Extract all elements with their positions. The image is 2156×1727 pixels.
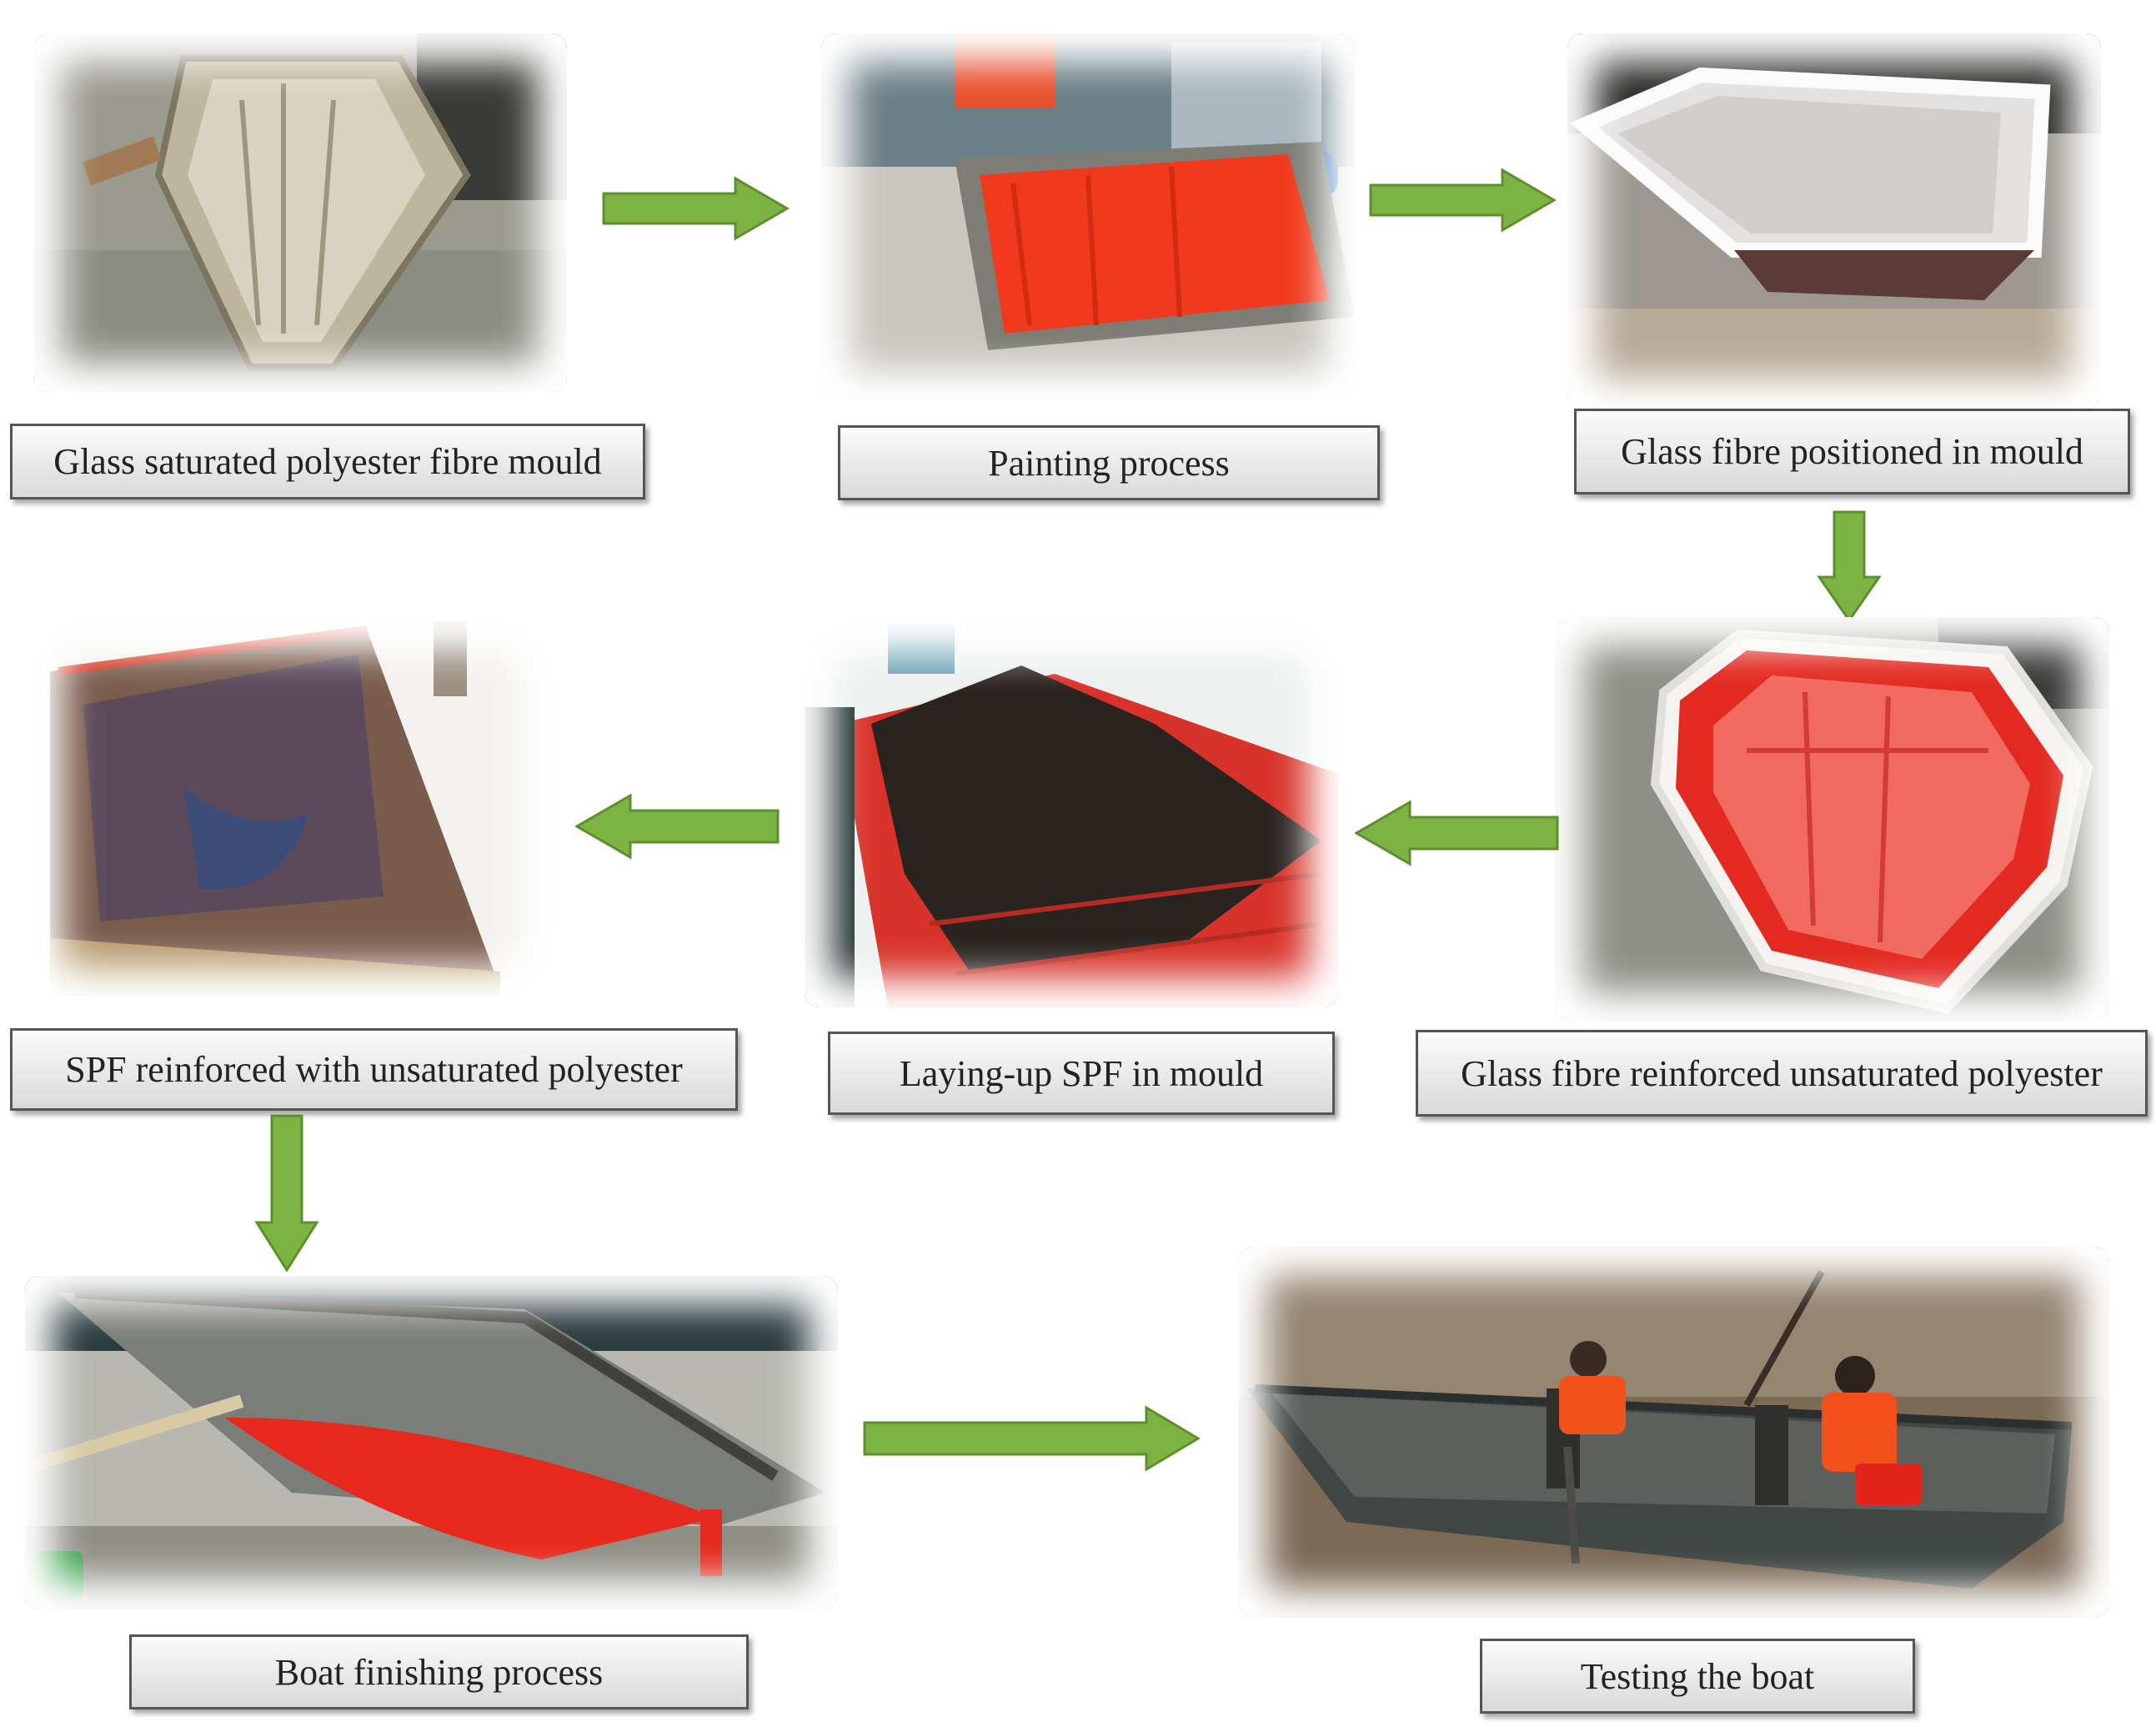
step-label-testing: Testing the boat [1480,1639,1915,1714]
left-arrow-icon [1355,799,1559,867]
right-arrow-icon [863,1404,1201,1473]
spf-reinforced-photo [33,621,550,997]
finishing-photo [25,1276,838,1609]
left-arrow-icon [575,792,780,861]
down-arrow-icon [253,1114,320,1273]
step-label-glass-mould: Glass saturated polyester fibre mould [10,424,645,500]
painting-photo [821,33,1355,400]
testing-photo [1238,1247,2109,1618]
step-label-glass-fibre: Glass fibre positioned in mould [1574,409,2130,495]
red-hull-photo [1555,617,2109,1022]
glass-fibre-photo [1567,33,2101,409]
spf-layup-photo [805,624,1338,1007]
step-label-spf-reinforced: SPF reinforced with unsaturated polyeste… [10,1028,738,1111]
step-label-glass-fibre-reinforced: Glass fibre reinforced unsaturated polye… [1416,1030,2148,1117]
boat-mould-photo [33,33,567,392]
right-arrow-icon [602,175,790,242]
step-label-painting: Painting process [838,425,1380,500]
step-label-spf-layup: Laying-up SPF in mould [828,1032,1335,1115]
right-arrow-icon [1369,167,1557,233]
step-label-finishing: Boat finishing process [129,1634,749,1709]
down-arrow-icon [1816,510,1883,623]
